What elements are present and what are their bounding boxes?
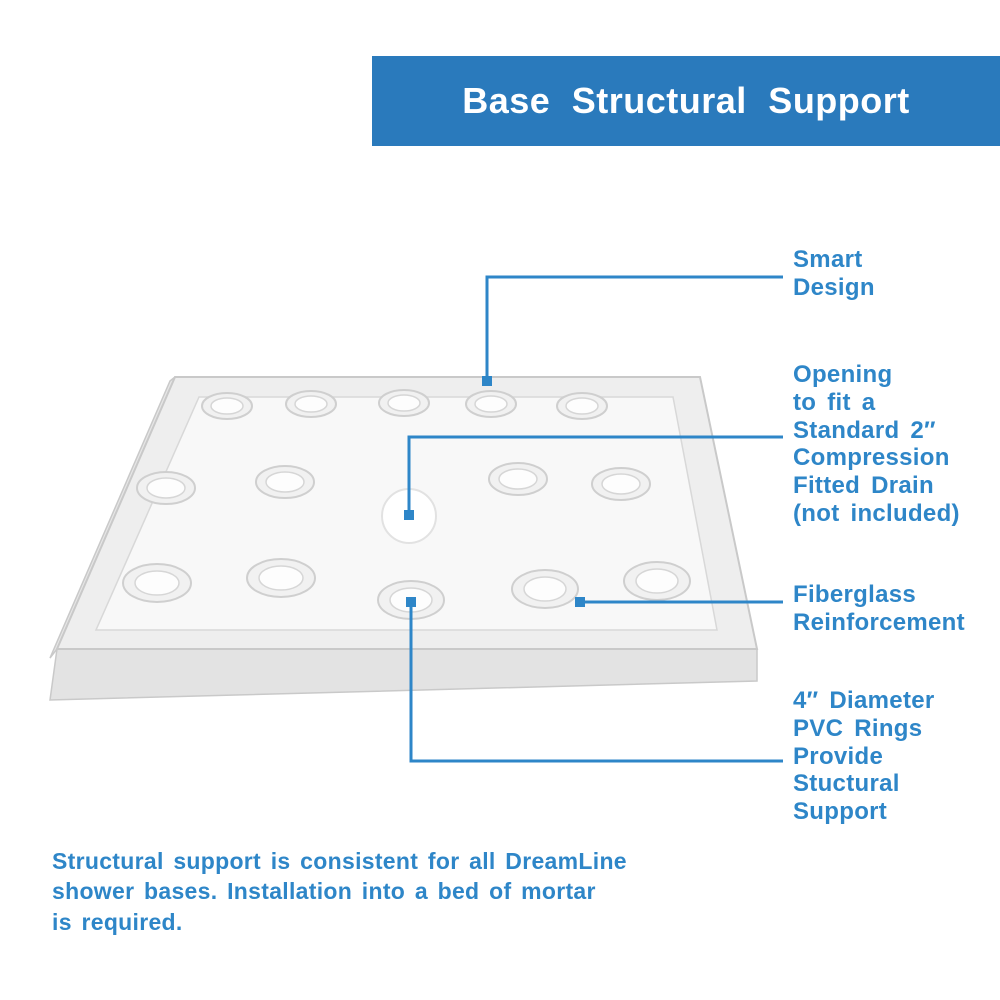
callout-line-drain-opening (407, 435, 783, 514)
callout-line-pvc-rings (409, 602, 783, 763)
pvc-ring (623, 561, 691, 601)
callout-dot-drain-opening (404, 510, 414, 520)
pvc-ring (591, 467, 651, 501)
callout-label-smart-design: Smart Design (793, 246, 875, 301)
callout-dot-smart-design (482, 376, 492, 386)
pvc-ring (285, 390, 337, 418)
pvc-ring (122, 563, 192, 603)
pvc-ring (255, 465, 315, 499)
pvc-ring (465, 390, 517, 418)
callout-line-smart-design (485, 275, 783, 381)
page-title: Base Structural Support (462, 80, 910, 121)
pvc-ring (136, 471, 196, 505)
pvc-ring (511, 569, 579, 609)
callout-dot-pvc-rings (406, 597, 416, 607)
pvc-ring (488, 462, 548, 496)
header-banner: Base Structural Support (372, 56, 1000, 146)
callout-label-drain-opening: Opening to fit a Standard 2″ Compression… (793, 361, 960, 528)
pan-front-face (49, 648, 758, 701)
callout-label-pvc-rings: 4″ Diameter PVC Rings Provide Stuctural … (793, 687, 935, 826)
footer-text: Structural support is consistent for all… (52, 848, 627, 935)
pvc-ring (246, 558, 316, 598)
pvc-ring (378, 389, 430, 417)
callout-label-fiberglass-reinforcement: Fiberglass Reinforcement (793, 581, 965, 636)
callout-dot-fiberglass (575, 597, 585, 607)
pvc-ring (556, 392, 608, 420)
pvc-ring (201, 392, 253, 420)
